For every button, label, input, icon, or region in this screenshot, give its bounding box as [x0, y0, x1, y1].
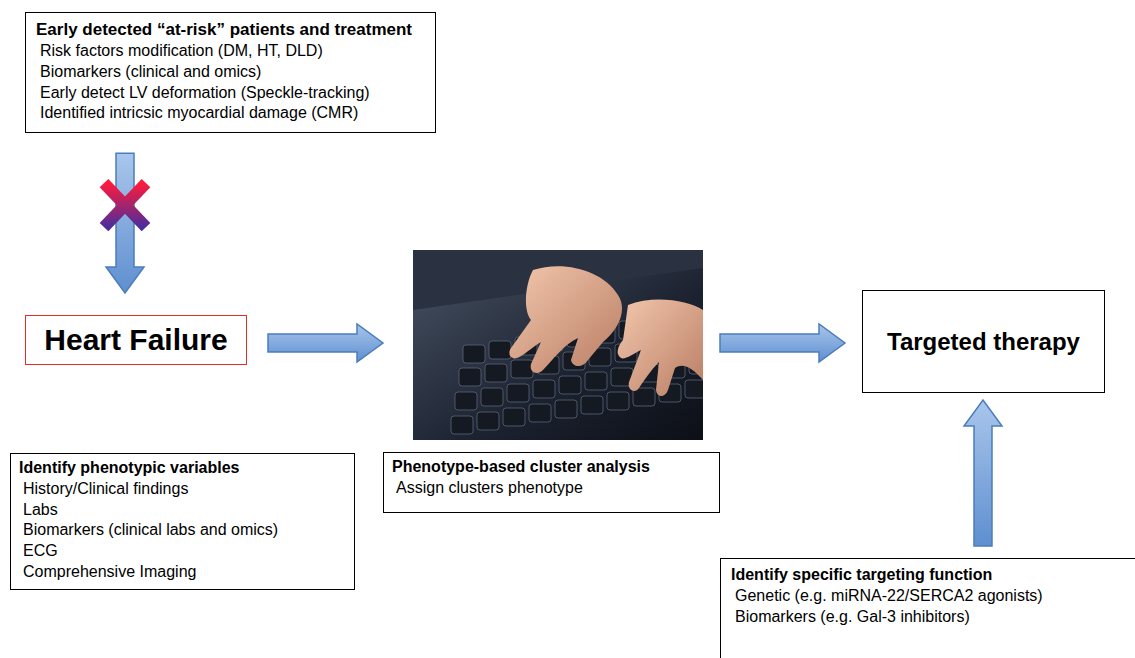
cluster-analysis-node: Phenotype-based cluster analysisAssign c… — [383, 250, 720, 513]
box-title: Heart Failure — [44, 323, 227, 357]
title-box: Targeted therapy — [862, 290, 1105, 393]
hand — [509, 266, 622, 373]
keyboard-key — [559, 376, 581, 394]
list-item: Biomarkers (clinical labs and omics) — [19, 520, 346, 541]
keyboard-key — [529, 404, 551, 422]
box-heading: Phenotype-based cluster analysis — [392, 457, 711, 478]
title-box: Heart Failure — [25, 315, 247, 365]
keyboard-key — [459, 368, 481, 386]
list-item: Biomarkers (e.g. Gal-3 inhibitors) — [731, 607, 1125, 628]
hand — [618, 300, 703, 396]
keyboard-key — [503, 408, 525, 426]
caption-box: Phenotype-based cluster analysisAssign c… — [383, 452, 720, 513]
keyboard-key — [485, 364, 507, 382]
keyboard-key — [489, 341, 511, 359]
keyboard-key — [633, 388, 655, 406]
list-item: Assign clusters phenotype — [392, 478, 711, 499]
block-arrow — [268, 324, 383, 362]
block-arrow — [964, 400, 1002, 546]
laptop-photo — [413, 250, 703, 440]
keyboard-key — [511, 360, 533, 378]
box-heading: Identify specific targeting function — [731, 565, 1125, 586]
list-item: Identified intricsic myocardial damage (… — [36, 103, 425, 124]
keyboard-key — [533, 380, 555, 398]
text-box: Early detected “at-risk” patients and tr… — [25, 12, 436, 133]
list-item: History/Clinical findings — [19, 479, 346, 500]
list-item: Biomarkers (clinical and omics) — [36, 62, 425, 83]
block-arrow — [720, 324, 845, 362]
keyboard-key — [581, 396, 603, 414]
box-heading: Identify phenotypic variables — [19, 458, 346, 479]
keyboard-key — [463, 345, 485, 363]
keyboard-key — [451, 416, 473, 434]
list-item: Labs — [19, 500, 346, 521]
keyboard-key — [685, 380, 703, 398]
keyboard-key — [585, 372, 607, 390]
block-cross — [104, 183, 146, 227]
box-title: Targeted therapy — [887, 328, 1080, 356]
cross-stroke — [104, 183, 146, 227]
list-item: Early detect LV deformation (Speckle-tra… — [36, 83, 425, 104]
keyboard-key — [481, 388, 503, 406]
box-heading: Early detected “at-risk” patients and tr… — [36, 19, 425, 41]
list-item: ECG — [19, 541, 346, 562]
text-box: Identify specific targeting functionGene… — [720, 558, 1135, 658]
list-item: Comprehensive Imaging — [19, 562, 346, 583]
list-item: Risk factors modification (DM, HT, DLD) — [36, 41, 425, 62]
list-item: Genetic (e.g. miRNA-22/SERCA2 agonists) — [731, 586, 1125, 607]
photo-background — [413, 250, 703, 440]
keyboard-key — [607, 392, 629, 410]
keyboard-key — [477, 412, 499, 430]
cross-stroke — [104, 183, 146, 227]
keyboard-key — [555, 400, 577, 418]
keyboard-key — [455, 392, 477, 410]
text-box: Identify phenotypic variablesHistory/Cli… — [10, 453, 355, 590]
keyboard-key — [507, 384, 529, 402]
